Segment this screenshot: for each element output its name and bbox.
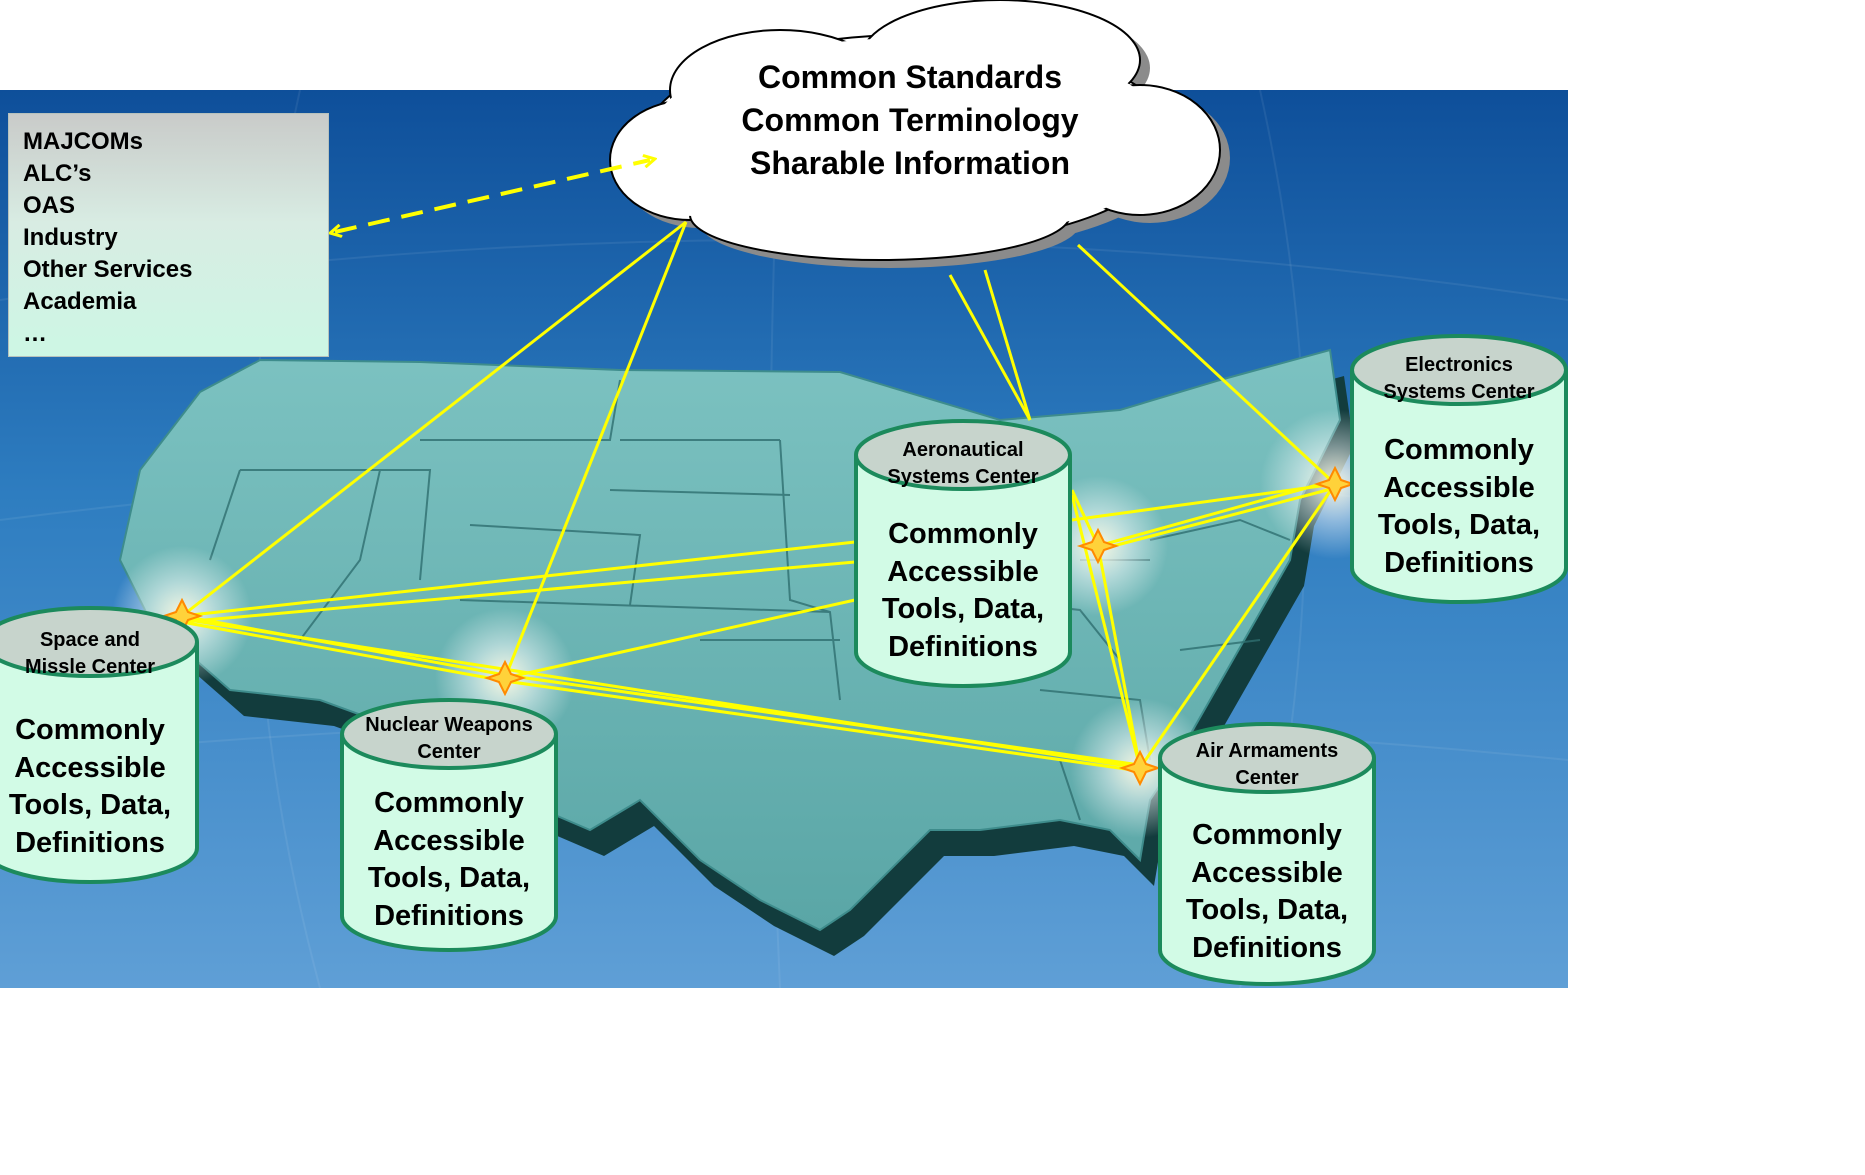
stakeholder-item: … (23, 320, 47, 347)
cylinder-aeronautical (854, 419, 1072, 688)
stakeholder-item: Academia (23, 288, 137, 315)
map-background (0, 0, 1568, 988)
cylinder-air-armaments (1158, 722, 1376, 986)
stakeholder-item: ALC’s (23, 160, 92, 187)
stakeholder-item: OAS (23, 192, 76, 219)
stakeholder-item: Industry (23, 224, 118, 251)
diagram-canvas: MAJCOMs ALC’s OAS Industry Other Service… (0, 0, 1568, 988)
stakeholder-item: Other Services (23, 256, 193, 283)
cylinder-electronics (1350, 334, 1568, 604)
cloud-line: Common Standards (757, 59, 1063, 95)
site-markers (160, 465, 1357, 787)
cylinder-nuclear-weapons (340, 698, 558, 952)
stakeholders-box: MAJCOMs ALC’s OAS Industry Other Service… (8, 113, 329, 357)
cloud-line: Common Terminology (741, 102, 1079, 138)
cloud-text: Common Standards Common Terminology Shar… (700, 56, 1120, 185)
stakeholder-item: MAJCOMs (23, 128, 144, 155)
cloud-line: Sharable Information (749, 145, 1071, 181)
cylinder-space-missile (0, 606, 199, 884)
dashed-link (335, 160, 650, 232)
